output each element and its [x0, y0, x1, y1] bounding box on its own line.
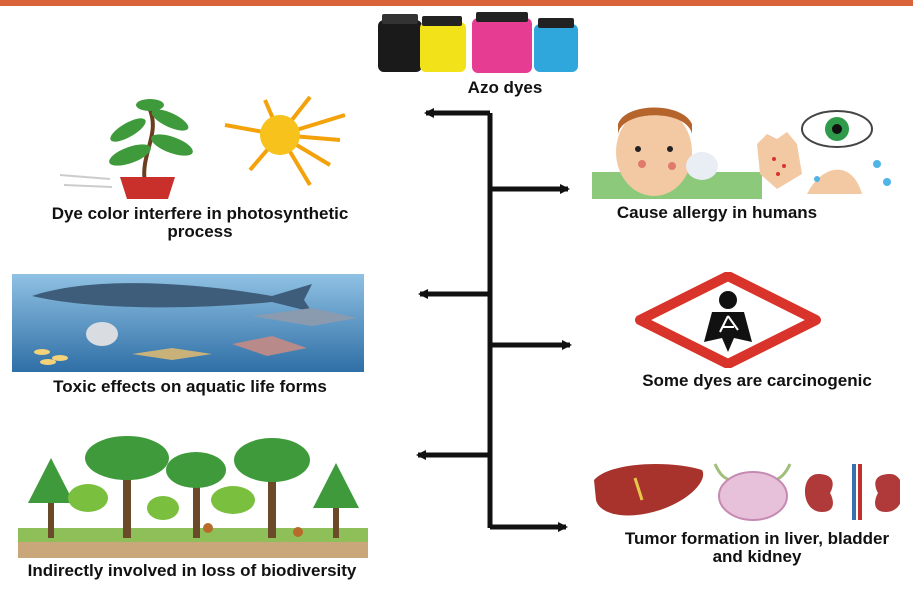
- allergy-face-hand-eye-icon: [592, 107, 891, 199]
- ocean-fish-icon: [12, 274, 364, 372]
- label-biodiversity: Indirectly involved in loss of biodivers…: [27, 561, 357, 580]
- label-tumor: Tumor formation in liver, bladder and ki…: [624, 529, 890, 566]
- health-hazard-icon: [635, 272, 821, 368]
- label-photosynthesis: Dye color interfere in photosynthetic pr…: [51, 204, 349, 241]
- label-allergy: Cause allergy in humans: [616, 203, 818, 222]
- label-aquatic: Toxic effects on aquatic life forms: [53, 377, 327, 396]
- potted-plant-sun-icon: [59, 95, 346, 199]
- forest-icon: [18, 436, 368, 558]
- diagram-title: Azo dyes: [467, 78, 543, 97]
- dye-bottles-icon: [378, 12, 578, 73]
- liver-bladder-kidney-icon: [594, 463, 900, 521]
- label-carcinogenic: Some dyes are carcinogenic: [642, 371, 872, 390]
- top-accent-bar: [0, 0, 913, 6]
